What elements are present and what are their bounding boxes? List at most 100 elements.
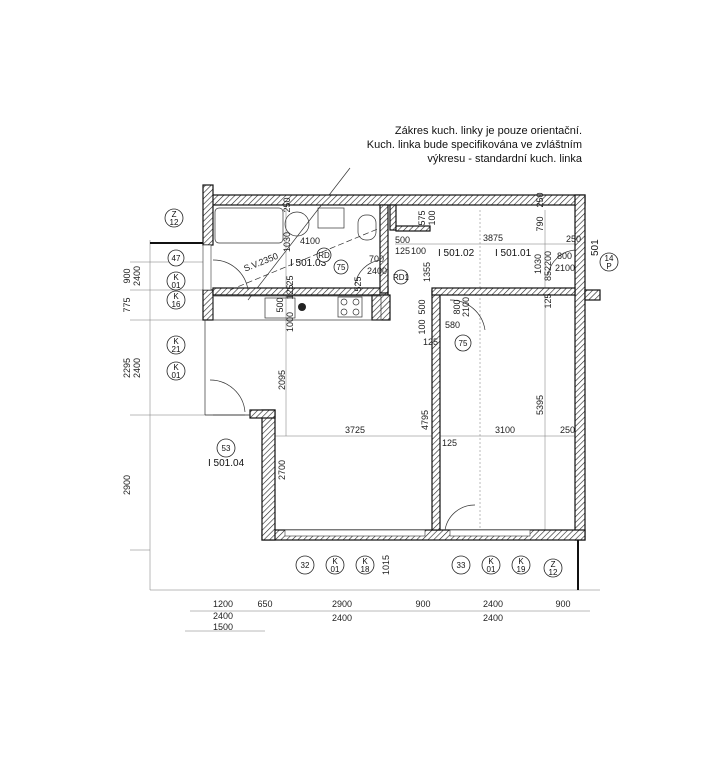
room-501-02: I 501.02 bbox=[438, 248, 475, 259]
svg-text:2400: 2400 bbox=[132, 358, 142, 378]
svg-text:K: K bbox=[173, 363, 179, 372]
svg-text:Z: Z bbox=[551, 560, 556, 569]
svg-text:525: 525 bbox=[353, 276, 363, 291]
svg-text:1030: 1030 bbox=[533, 254, 543, 274]
bathroom-fixtures bbox=[214, 207, 377, 244]
grid-tag: K01 bbox=[325, 555, 345, 575]
svg-text:K: K bbox=[362, 557, 368, 566]
sink bbox=[264, 297, 296, 319]
room-501-01: I 501.01 bbox=[495, 248, 532, 259]
svg-text:K: K bbox=[173, 292, 179, 301]
grid-tags: Z12 K01 K16 K21 K01 K01 K18 K01 K19 Z12 … bbox=[164, 208, 619, 578]
svg-text:3100: 3100 bbox=[495, 425, 515, 435]
svg-text:12: 12 bbox=[549, 568, 558, 577]
grid-tag: K01 bbox=[166, 361, 186, 381]
svg-text:2400: 2400 bbox=[332, 613, 352, 623]
svg-text:01: 01 bbox=[172, 281, 181, 290]
svg-text:18: 18 bbox=[361, 565, 370, 574]
left-dimensions: 900 2400 775 2295 2400 2900 bbox=[122, 266, 142, 495]
svg-text:75: 75 bbox=[459, 339, 468, 348]
svg-text:125: 125 bbox=[543, 293, 553, 308]
svg-text:32: 32 bbox=[301, 561, 310, 570]
washbasin bbox=[317, 207, 345, 229]
svg-text:650: 650 bbox=[257, 599, 272, 609]
svg-text:2295: 2295 bbox=[122, 358, 132, 378]
svg-text:Z: Z bbox=[172, 210, 177, 219]
svg-text:2100: 2100 bbox=[461, 297, 471, 317]
svg-text:01: 01 bbox=[172, 371, 181, 380]
unit-501: 501 bbox=[590, 239, 601, 256]
svg-text:500: 500 bbox=[395, 235, 410, 245]
svg-text:16: 16 bbox=[172, 300, 181, 309]
svg-text:RD1: RD1 bbox=[393, 273, 410, 282]
bathtub bbox=[214, 207, 284, 244]
svg-text:2400: 2400 bbox=[213, 611, 233, 621]
kitchen-fixtures bbox=[212, 295, 382, 321]
toilet bbox=[357, 214, 377, 241]
grid-tag: K16 bbox=[166, 290, 186, 310]
grid-tag: K01 bbox=[166, 271, 186, 291]
svg-text:250: 250 bbox=[560, 425, 575, 435]
svg-text:19: 19 bbox=[517, 565, 526, 574]
tags: RD RD1 47 53 75 32 33 75 bbox=[167, 247, 472, 575]
svg-text:125: 125 bbox=[285, 284, 295, 299]
svg-text:500: 500 bbox=[417, 299, 427, 314]
svg-text:75: 75 bbox=[337, 263, 346, 272]
grid-tag: Z12 bbox=[164, 208, 184, 228]
svg-text:K: K bbox=[518, 557, 524, 566]
svg-text:575: 575 bbox=[417, 210, 427, 225]
svg-text:900: 900 bbox=[415, 599, 430, 609]
svg-text:K: K bbox=[488, 557, 494, 566]
room-501-03: I 501.03 bbox=[290, 258, 327, 269]
svg-text:100: 100 bbox=[411, 246, 426, 256]
grid-tag: K18 bbox=[355, 555, 375, 575]
svg-text:K: K bbox=[173, 273, 179, 282]
svg-text:1500: 1500 bbox=[213, 622, 233, 632]
svg-text:21: 21 bbox=[172, 345, 181, 354]
windows bbox=[150, 242, 579, 590]
svg-text:250: 250 bbox=[282, 197, 292, 212]
doors bbox=[209, 249, 576, 531]
grid-tag: K21 bbox=[166, 335, 186, 355]
svg-text:01: 01 bbox=[331, 565, 340, 574]
svg-text:4100: 4100 bbox=[300, 236, 320, 246]
svg-text:S.V.2350: S.V.2350 bbox=[242, 251, 279, 274]
svg-text:500: 500 bbox=[275, 297, 285, 312]
svg-text:1000: 1000 bbox=[285, 312, 295, 332]
svg-text:250: 250 bbox=[535, 192, 545, 207]
svg-text:výkresu - standardní kuch. lin: výkresu - standardní kuch. linka bbox=[427, 153, 583, 165]
svg-text:Kuch. linka bude specifikována: Kuch. linka bude specifikována ve zvlášt… bbox=[367, 139, 582, 151]
svg-text:2900: 2900 bbox=[332, 599, 352, 609]
svg-text:125: 125 bbox=[442, 438, 457, 448]
svg-text:2900: 2900 bbox=[122, 475, 132, 495]
svg-text:125: 125 bbox=[285, 275, 295, 290]
room-labels: I 501.03 I 501.02 I 501.01 I 501.04 501 bbox=[208, 239, 601, 469]
svg-text:100: 100 bbox=[427, 210, 437, 225]
washing-machine bbox=[284, 211, 310, 237]
grid-tag: K19 bbox=[511, 555, 531, 575]
svg-text:1355: 1355 bbox=[422, 262, 432, 282]
svg-text:1015: 1015 bbox=[381, 555, 391, 575]
svg-text:4795: 4795 bbox=[420, 410, 430, 430]
svg-text:900: 900 bbox=[555, 599, 570, 609]
svg-text:800: 800 bbox=[557, 251, 572, 261]
grid-tag: Z12 bbox=[543, 558, 563, 578]
svg-text:2400: 2400 bbox=[132, 266, 142, 286]
svg-text:3725: 3725 bbox=[345, 425, 365, 435]
svg-text:2700: 2700 bbox=[277, 460, 287, 480]
svg-text:1200: 1200 bbox=[213, 599, 233, 609]
svg-text:100: 100 bbox=[417, 319, 427, 334]
svg-text:852200: 852200 bbox=[543, 251, 553, 281]
svg-text:14: 14 bbox=[605, 254, 614, 263]
svg-text:12: 12 bbox=[170, 218, 179, 227]
svg-text:125: 125 bbox=[395, 246, 410, 256]
svg-text:K: K bbox=[332, 557, 338, 566]
svg-text:125: 125 bbox=[423, 337, 438, 347]
bottom-dimensions: 1200 2400 1500 650 2900 2400 900 2400 24… bbox=[213, 599, 571, 632]
svg-text:33: 33 bbox=[457, 561, 466, 570]
svg-text:5395: 5395 bbox=[535, 395, 545, 415]
svg-text:775: 775 bbox=[122, 297, 132, 312]
svg-text:700: 700 bbox=[369, 254, 384, 264]
svg-text:P: P bbox=[606, 262, 611, 271]
svg-text:580: 580 bbox=[445, 320, 460, 330]
